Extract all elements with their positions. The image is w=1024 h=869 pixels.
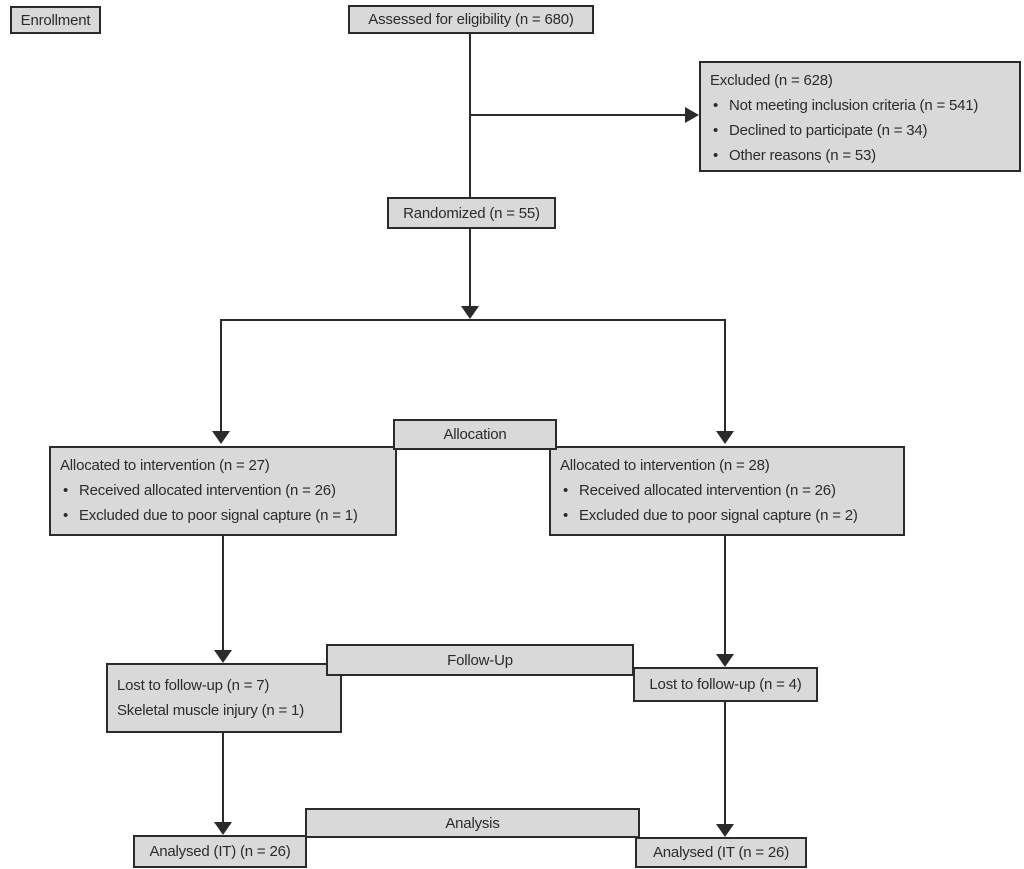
connector-split-horizontal bbox=[220, 319, 726, 321]
analysed-left-box: Analysed (IT) (n = 26) bbox=[133, 835, 307, 868]
connector-followup-to-analysis-left bbox=[222, 733, 224, 822]
excluded-item: Declined to participate (n = 34) bbox=[710, 118, 1010, 143]
excluded-item: Not meeting inclusion criteria (n = 541) bbox=[710, 93, 1010, 118]
arrowhead-down-split bbox=[461, 306, 479, 319]
allocated-left-item: Excluded due to poor signal capture (n =… bbox=[60, 503, 386, 528]
allocation-band: Allocation bbox=[393, 419, 557, 450]
allocation-band-label: Allocation bbox=[443, 426, 507, 443]
arrowhead-down-followup-left bbox=[214, 650, 232, 663]
connector-alloc-to-followup-right bbox=[724, 536, 726, 654]
randomized-text: Randomized (n = 55) bbox=[403, 204, 540, 222]
connector-randomized-to-split bbox=[469, 229, 471, 308]
enrollment-label: Enrollment bbox=[20, 11, 91, 29]
allocated-right-item: Received allocated intervention (n = 26) bbox=[560, 478, 894, 503]
assessed-eligibility-box: Assessed for eligibility (n = 680) bbox=[348, 5, 594, 34]
allocated-right-item: Excluded due to poor signal capture (n =… bbox=[560, 503, 894, 528]
analysed-left-text: Analysed (IT) (n = 26) bbox=[149, 843, 291, 860]
arrowhead-down-analysis-right bbox=[716, 824, 734, 837]
excluded-title: Excluded (n = 628) bbox=[710, 72, 833, 89]
analysis-band-label: Analysis bbox=[445, 814, 500, 832]
lost-followup-left-box: Lost to follow-up (n = 7) Skeletal muscl… bbox=[106, 663, 342, 733]
allocated-right-box: Allocated to intervention (n = 28) Recei… bbox=[549, 446, 905, 536]
arrowhead-right-excluded bbox=[685, 107, 699, 123]
connector-alloc-to-followup-left bbox=[222, 536, 224, 650]
connector-split-to-alloc-right bbox=[724, 321, 726, 431]
allocated-left-item: Received allocated intervention (n = 26) bbox=[60, 478, 386, 503]
arrowhead-down-alloc-left bbox=[212, 431, 230, 444]
excluded-box: Excluded (n = 628) Not meeting inclusion… bbox=[699, 61, 1021, 172]
assessed-eligibility-text: Assessed for eligibility (n = 680) bbox=[368, 11, 574, 28]
excluded-item: Other reasons (n = 53) bbox=[710, 143, 1010, 168]
arrowhead-down-analysis-left bbox=[214, 822, 232, 835]
follow-up-band: Follow-Up bbox=[326, 644, 634, 676]
follow-up-band-label: Follow-Up bbox=[447, 651, 513, 669]
allocated-left-title: Allocated to intervention (n = 27) bbox=[60, 457, 270, 474]
lost-followup-left-line1: Lost to follow-up (n = 7) bbox=[117, 677, 270, 694]
enrollment-label-box: Enrollment bbox=[10, 6, 101, 34]
allocated-right-title: Allocated to intervention (n = 28) bbox=[560, 457, 770, 474]
lost-followup-left-line2: Skeletal muscle injury (n = 1) bbox=[117, 702, 304, 719]
analysed-right-box: Analysed (IT (n = 26) bbox=[635, 837, 807, 868]
lost-followup-right-text: Lost to follow-up (n = 4) bbox=[649, 676, 802, 693]
allocated-left-box: Allocated to intervention (n = 27) Recei… bbox=[49, 446, 397, 536]
connector-followup-to-analysis-right bbox=[724, 702, 726, 824]
arrowhead-down-alloc-right bbox=[716, 431, 734, 444]
connector-to-excluded bbox=[470, 114, 687, 116]
lost-followup-right-box: Lost to follow-up (n = 4) bbox=[633, 667, 818, 702]
analysed-right-text: Analysed (IT (n = 26) bbox=[652, 844, 789, 861]
analysis-band: Analysis bbox=[305, 808, 640, 838]
randomized-box: Randomized (n = 55) bbox=[387, 197, 556, 229]
arrowhead-down-followup-right bbox=[716, 654, 734, 667]
connector-split-to-alloc-left bbox=[220, 321, 222, 431]
